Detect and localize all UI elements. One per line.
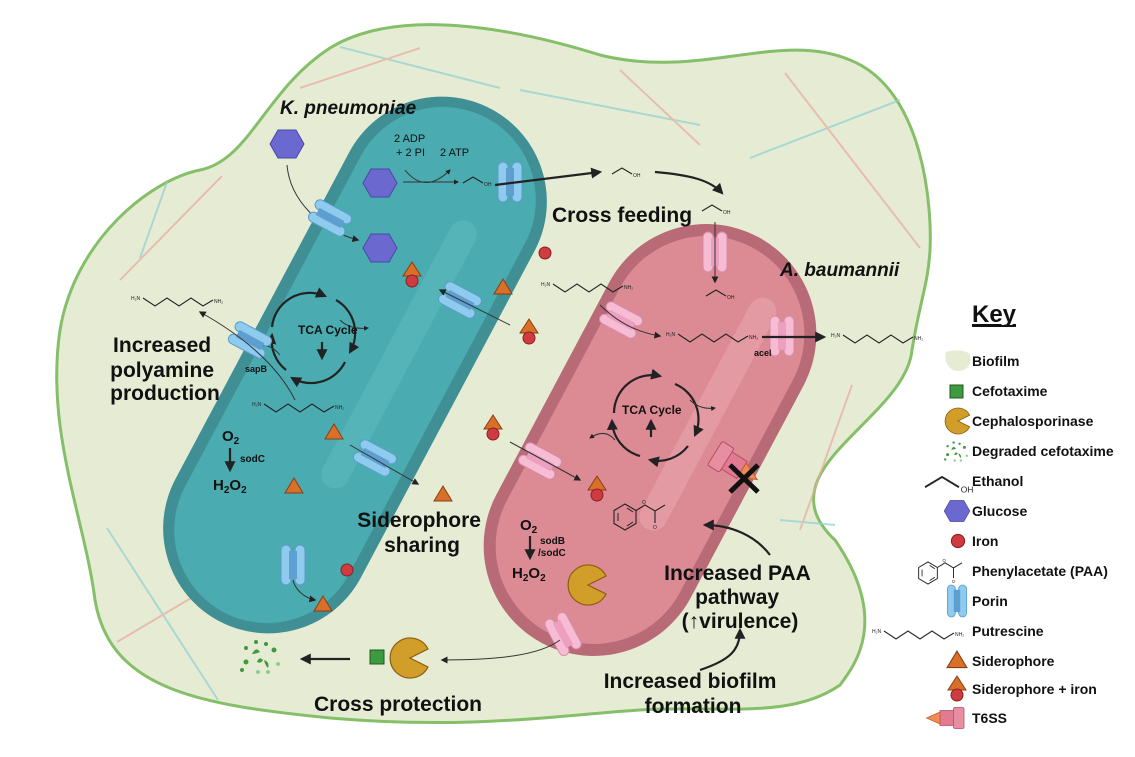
- svg-text:sodC: sodC: [240, 454, 265, 465]
- biofilm-icon: [945, 350, 971, 371]
- putrescine-icon: [871, 628, 965, 640]
- iron-icon: [340, 563, 354, 577]
- siderophore-import-arrow: [509, 441, 582, 481]
- ab-cell: [483, 224, 817, 656]
- svg-text:Siderophore + iron: Siderophore + iron: [972, 681, 1097, 697]
- kp-tca-cycle: TCA Cycle: [249, 287, 369, 388]
- svg-text:H2O2: H2O2: [512, 565, 546, 584]
- svg-text:Porin: Porin: [972, 593, 1008, 609]
- glucose-icon: [269, 129, 305, 159]
- svg-text:Ethanol: Ethanol: [972, 473, 1023, 489]
- kp-cell: [163, 96, 547, 634]
- degraded-cefotaxime-icon: [944, 441, 968, 462]
- siderophore-label: Siderophore sharing: [357, 509, 487, 557]
- key-item-iron: Iron: [950, 533, 998, 549]
- t6ss-icon: [926, 707, 965, 729]
- svg-text:Siderophore: Siderophore: [972, 653, 1055, 669]
- porin-icon: [280, 544, 306, 586]
- svg-text:Cephalosporinase: Cephalosporinase: [972, 413, 1094, 429]
- key-item-biofilm: Biofilm: [945, 350, 1019, 371]
- iron-icon: [538, 246, 552, 260]
- svg-text:H2O2: H2O2: [213, 477, 247, 496]
- glycolysis-atp: 2 ATP: [440, 147, 469, 159]
- svg-text:TCA Cycle: TCA Cycle: [298, 323, 358, 337]
- key-item-siderophore: Siderophore: [946, 650, 1055, 669]
- key-item-phenylacetate: Phenylacetate (PAA): [918, 557, 1108, 585]
- svg-text:Cefotaxime: Cefotaxime: [972, 383, 1048, 399]
- ab-ros: O2 sodB /sodC H2O2: [512, 517, 566, 584]
- siderophore-import-arrow: [438, 289, 511, 326]
- key-item-degraded-cefotaxime: Degraded cefotaxime: [944, 441, 1114, 462]
- key-item-ethanol: Ethanol: [924, 473, 1023, 496]
- acel-label: acel: [754, 348, 772, 358]
- biofilm-arrow: [699, 627, 746, 672]
- svg-text:TCA Cycle: TCA Cycle: [622, 403, 682, 417]
- svg-text:Glucose: Glucose: [972, 503, 1027, 519]
- key-item-siderophore-iron: Siderophore + iron: [947, 675, 1097, 702]
- glycolysis-adp: 2 ADP: [394, 133, 425, 145]
- svg-text:Key: Key: [972, 301, 1017, 328]
- svg-text:Iron: Iron: [972, 533, 998, 549]
- cefotaxime-icon: [369, 649, 385, 665]
- key-item-cefotaxime: Cefotaxime: [949, 383, 1048, 399]
- porin-icon: [947, 584, 967, 618]
- key-item-t6ss: T6SS: [926, 707, 1007, 729]
- putrescine-export-arrow: [198, 311, 296, 401]
- key-item-porin: Porin: [947, 584, 1008, 618]
- phenylacetate-icon: [918, 557, 963, 585]
- ab-tca-cycle: TCA Cycle: [589, 368, 716, 468]
- biofilm-label: Increased biofilm formation: [604, 670, 783, 718]
- glycolysis-pi: + 2 PI: [396, 147, 425, 159]
- svg-text:Degraded cefotaxime: Degraded cefotaxime: [972, 443, 1114, 459]
- svg-text:Putrescine: Putrescine: [972, 623, 1044, 639]
- putrescine-import-arrow: [599, 304, 662, 339]
- ethanol-export-arrow: [494, 167, 603, 187]
- glucose-icon: [943, 500, 971, 522]
- paa-arrow: [702, 519, 771, 556]
- svg-text:/sodC: /sodC: [538, 548, 566, 559]
- t6ss-blocked-icon: [728, 463, 760, 494]
- glucose-icon: [362, 233, 398, 263]
- kp-title: K. pneumoniae: [280, 98, 417, 119]
- glucose-icon: [362, 168, 398, 198]
- key-item-putrescine: Putrescine: [871, 623, 1044, 640]
- paa-label: Increased PAA pathway (↑virulence): [664, 562, 816, 633]
- key-legend: Key Biofilm Cefotaxime Cephalosporinase …: [871, 301, 1114, 729]
- iron-icon: [950, 533, 966, 549]
- cross-feeding-arrow: [654, 170, 724, 195]
- svg-text:Phenylacetate (PAA): Phenylacetate (PAA): [972, 563, 1108, 579]
- sapb-label: sapB: [245, 364, 268, 374]
- cefotaxime-icon: [949, 384, 964, 399]
- cross-feeding-label: Cross feeding: [552, 204, 692, 227]
- svg-text:T6SS: T6SS: [972, 710, 1007, 726]
- cross-protection-label: Cross protection: [314, 693, 482, 716]
- key-item-glucose: Glucose: [943, 500, 1027, 522]
- ab-title: A. baumannii: [779, 260, 900, 281]
- polyamine-label: Increased polyamine production: [110, 334, 220, 405]
- cephalosporinase-export-arrow: [440, 639, 561, 664]
- key-item-cephalosporinase: Cephalosporinase: [944, 407, 1094, 435]
- siderophore-iron-icon: [947, 675, 967, 702]
- siderophore-icon: [946, 650, 968, 669]
- svg-text:sodB: sodB: [540, 536, 565, 547]
- glucose-uptake-arrow: [286, 164, 360, 242]
- svg-text:Biofilm: Biofilm: [972, 353, 1019, 369]
- siderophore-export-arrow: [349, 444, 420, 485]
- ethanol-icon: [924, 476, 975, 496]
- siderophore-release-arrow: [292, 579, 317, 603]
